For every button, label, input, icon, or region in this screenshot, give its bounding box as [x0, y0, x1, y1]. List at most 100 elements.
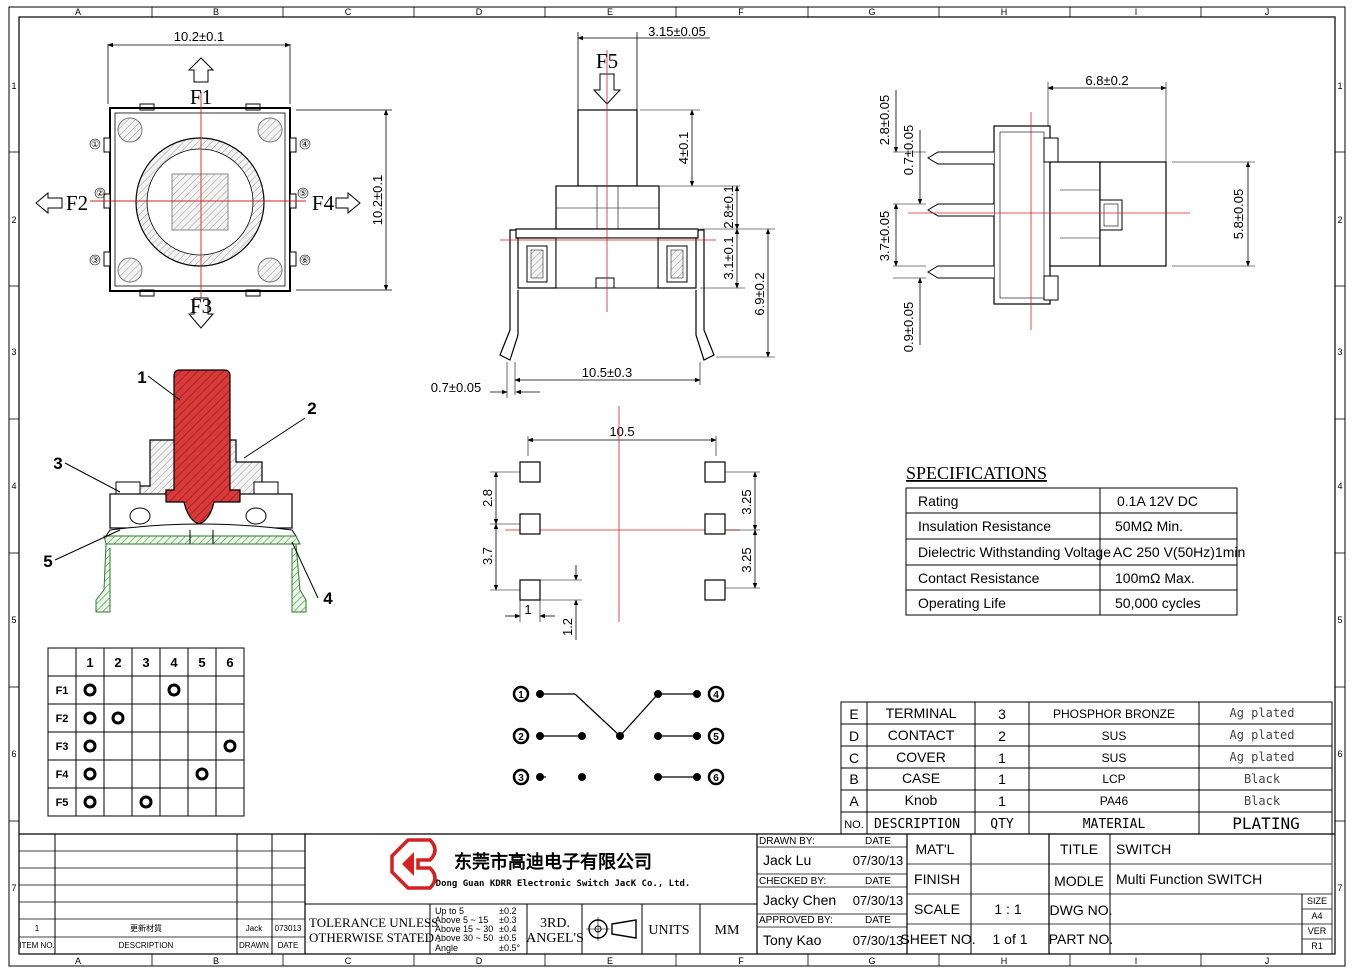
callout-2: 2 [307, 399, 316, 418]
date-label: DATE [865, 876, 891, 887]
specifications-table: SPECIFICATIONS Rating 0.1A 12V DC Insula… [905, 463, 1245, 616]
units-value: MM [715, 923, 740, 938]
tolerance-value: ±0.3 [499, 915, 516, 925]
revision-date: 073013 [275, 924, 302, 933]
arrow-down-icon [187, 297, 215, 329]
grid-row-label-right: 5 [1337, 615, 1342, 625]
inner-border [18, 16, 1336, 955]
bom-code: A [849, 793, 859, 809]
tolerance-value: ±0.5° [499, 943, 520, 953]
revision-header-item: ITEM NO. [19, 941, 55, 950]
model-value: Multi Function SWITCH [1116, 871, 1262, 887]
matrix-contact-mark [83, 683, 97, 697]
pin-num-2: ② [96, 188, 104, 198]
grid-col-label-top: A [75, 7, 81, 17]
checked-by-label: CHECKED BY: [759, 876, 826, 887]
tolerance-label-2: OTHERWISE STATED : [309, 930, 441, 945]
matrix-contact-mark [83, 739, 97, 753]
specifications-title: SPECIFICATIONS [906, 463, 1047, 483]
date-label: DATE [865, 915, 891, 926]
tolerance-range: Angle [435, 943, 458, 953]
matrix-contact-mark [83, 767, 97, 781]
grid-col-label-top: B [213, 7, 219, 17]
drawn-by-label: DRAWN BY: [759, 836, 815, 847]
dim-side-pin-width: 0.7±0.05 [901, 125, 916, 176]
bom-header-qty: QTY [990, 817, 1014, 832]
dim-body-height: 10.2±0.1 [370, 175, 385, 226]
company-name-cn: 东莞市高迪电子有限公司 [454, 851, 652, 872]
matrix-contact-mark [83, 711, 97, 725]
grid-col-label-top: E [607, 7, 613, 17]
checked-by-date: 07/30/13 [853, 893, 904, 908]
drawn-by-date: 07/30/13 [853, 853, 904, 868]
bom-material: PHOSPHOR BRONZE [1053, 707, 1175, 721]
grid-col-label-top: F [738, 7, 744, 17]
cross-section-view: 1 2 3 4 5 [43, 368, 333, 613]
checked-by-name: Jacky Chen [763, 892, 836, 908]
grid-row-label-right: 1 [1337, 81, 1342, 91]
arrow-left-icon [35, 191, 63, 215]
spec-value: 50MΩ Min. [1115, 518, 1183, 534]
spec-value: AC 250 V(50Hz)1min [1113, 544, 1245, 560]
matrix-col-header: 2 [114, 655, 121, 670]
dim-pcb-pitch-b: 3.7 [480, 547, 495, 565]
grid-col-label-bottom: J [1265, 956, 1270, 966]
revision-header-drawn: DRAWN [239, 941, 269, 950]
bom-material: PA46 [1100, 794, 1129, 808]
tolerance-range: Above 30 ~ 50 [435, 933, 493, 943]
grid-col-label-top: D [476, 7, 483, 17]
title-block: 1 更新材質 Jack 073013 ITEM NO. DESCRIPTION … [19, 833, 1335, 954]
bom-plating: Ag plated [1229, 750, 1294, 764]
approved-by-date: 07/30/13 [853, 933, 904, 948]
bom-code: D [849, 728, 859, 744]
grid-col-label-top: J [1265, 7, 1270, 17]
grid-row-label-left: 7 [11, 883, 16, 893]
arrow-right-icon [335, 191, 361, 215]
tolerance-range: Up to 5 [435, 906, 464, 916]
dim-side-height: 5.8±0.05 [1231, 189, 1246, 240]
dim-side-length: 6.8±0.2 [1085, 73, 1128, 88]
force-f1-label: F1 [190, 85, 212, 109]
bom-qty: 1 [998, 750, 1006, 766]
grid-col-label-bottom: E [607, 956, 613, 966]
dim-side-pin-bottom: 0.9±0.05 [901, 302, 916, 353]
sheet-no-label: SHEET NO. [900, 931, 975, 947]
grid-row-label-left: 3 [11, 347, 16, 357]
scale-label: SCALE [914, 901, 960, 917]
pin-num-4: ④ [301, 139, 309, 149]
bom-description: TERMINAL [886, 705, 957, 721]
callout-3: 3 [53, 454, 62, 473]
grid-row-label-right: 6 [1337, 749, 1342, 759]
dim-pcb-right-a: 3.25 [739, 489, 754, 514]
spec-label: Insulation Resistance [918, 518, 1051, 534]
tolerance-range: Above 15 ~ 30 [435, 924, 493, 934]
arrow-up-icon [187, 57, 215, 83]
schem-pin-1: 1 [518, 690, 524, 701]
matrix-contact-mark [167, 683, 181, 697]
dim-pin-thickness: 0.7±0.05 [431, 380, 482, 395]
grid-col-label-top: I [1135, 7, 1138, 17]
spec-label: Operating Life [918, 595, 1006, 611]
ver-value: R1 [1311, 941, 1323, 951]
bom-code: C [849, 750, 859, 766]
units-label: UNITS [648, 923, 689, 938]
bom-plating: Ag plated [1229, 706, 1294, 720]
model-label: MODLE [1054, 873, 1104, 889]
grid-row-label-right: 2 [1337, 215, 1342, 225]
schem-pin-2: 2 [518, 732, 524, 743]
dim-pad-width: 1 [524, 602, 531, 617]
matl-label: MAT'L [916, 841, 955, 857]
grid-row-label-right: 7 [1337, 883, 1342, 893]
force-f3-label: F3 [190, 294, 212, 318]
matrix-col-header: 4 [170, 655, 178, 670]
grid-col-label-bottom: D [476, 956, 483, 966]
callout-5: 5 [43, 552, 52, 571]
bom-material: LCP [1102, 772, 1125, 786]
dim-pcb-right-b: 3.25 [739, 547, 754, 572]
grid-row-label-right: 3 [1337, 347, 1342, 357]
bom-header-description: DESCRIPTION [874, 817, 960, 832]
bom-description: Knob [905, 792, 938, 808]
pin-num-5: ⑤ [299, 188, 307, 198]
